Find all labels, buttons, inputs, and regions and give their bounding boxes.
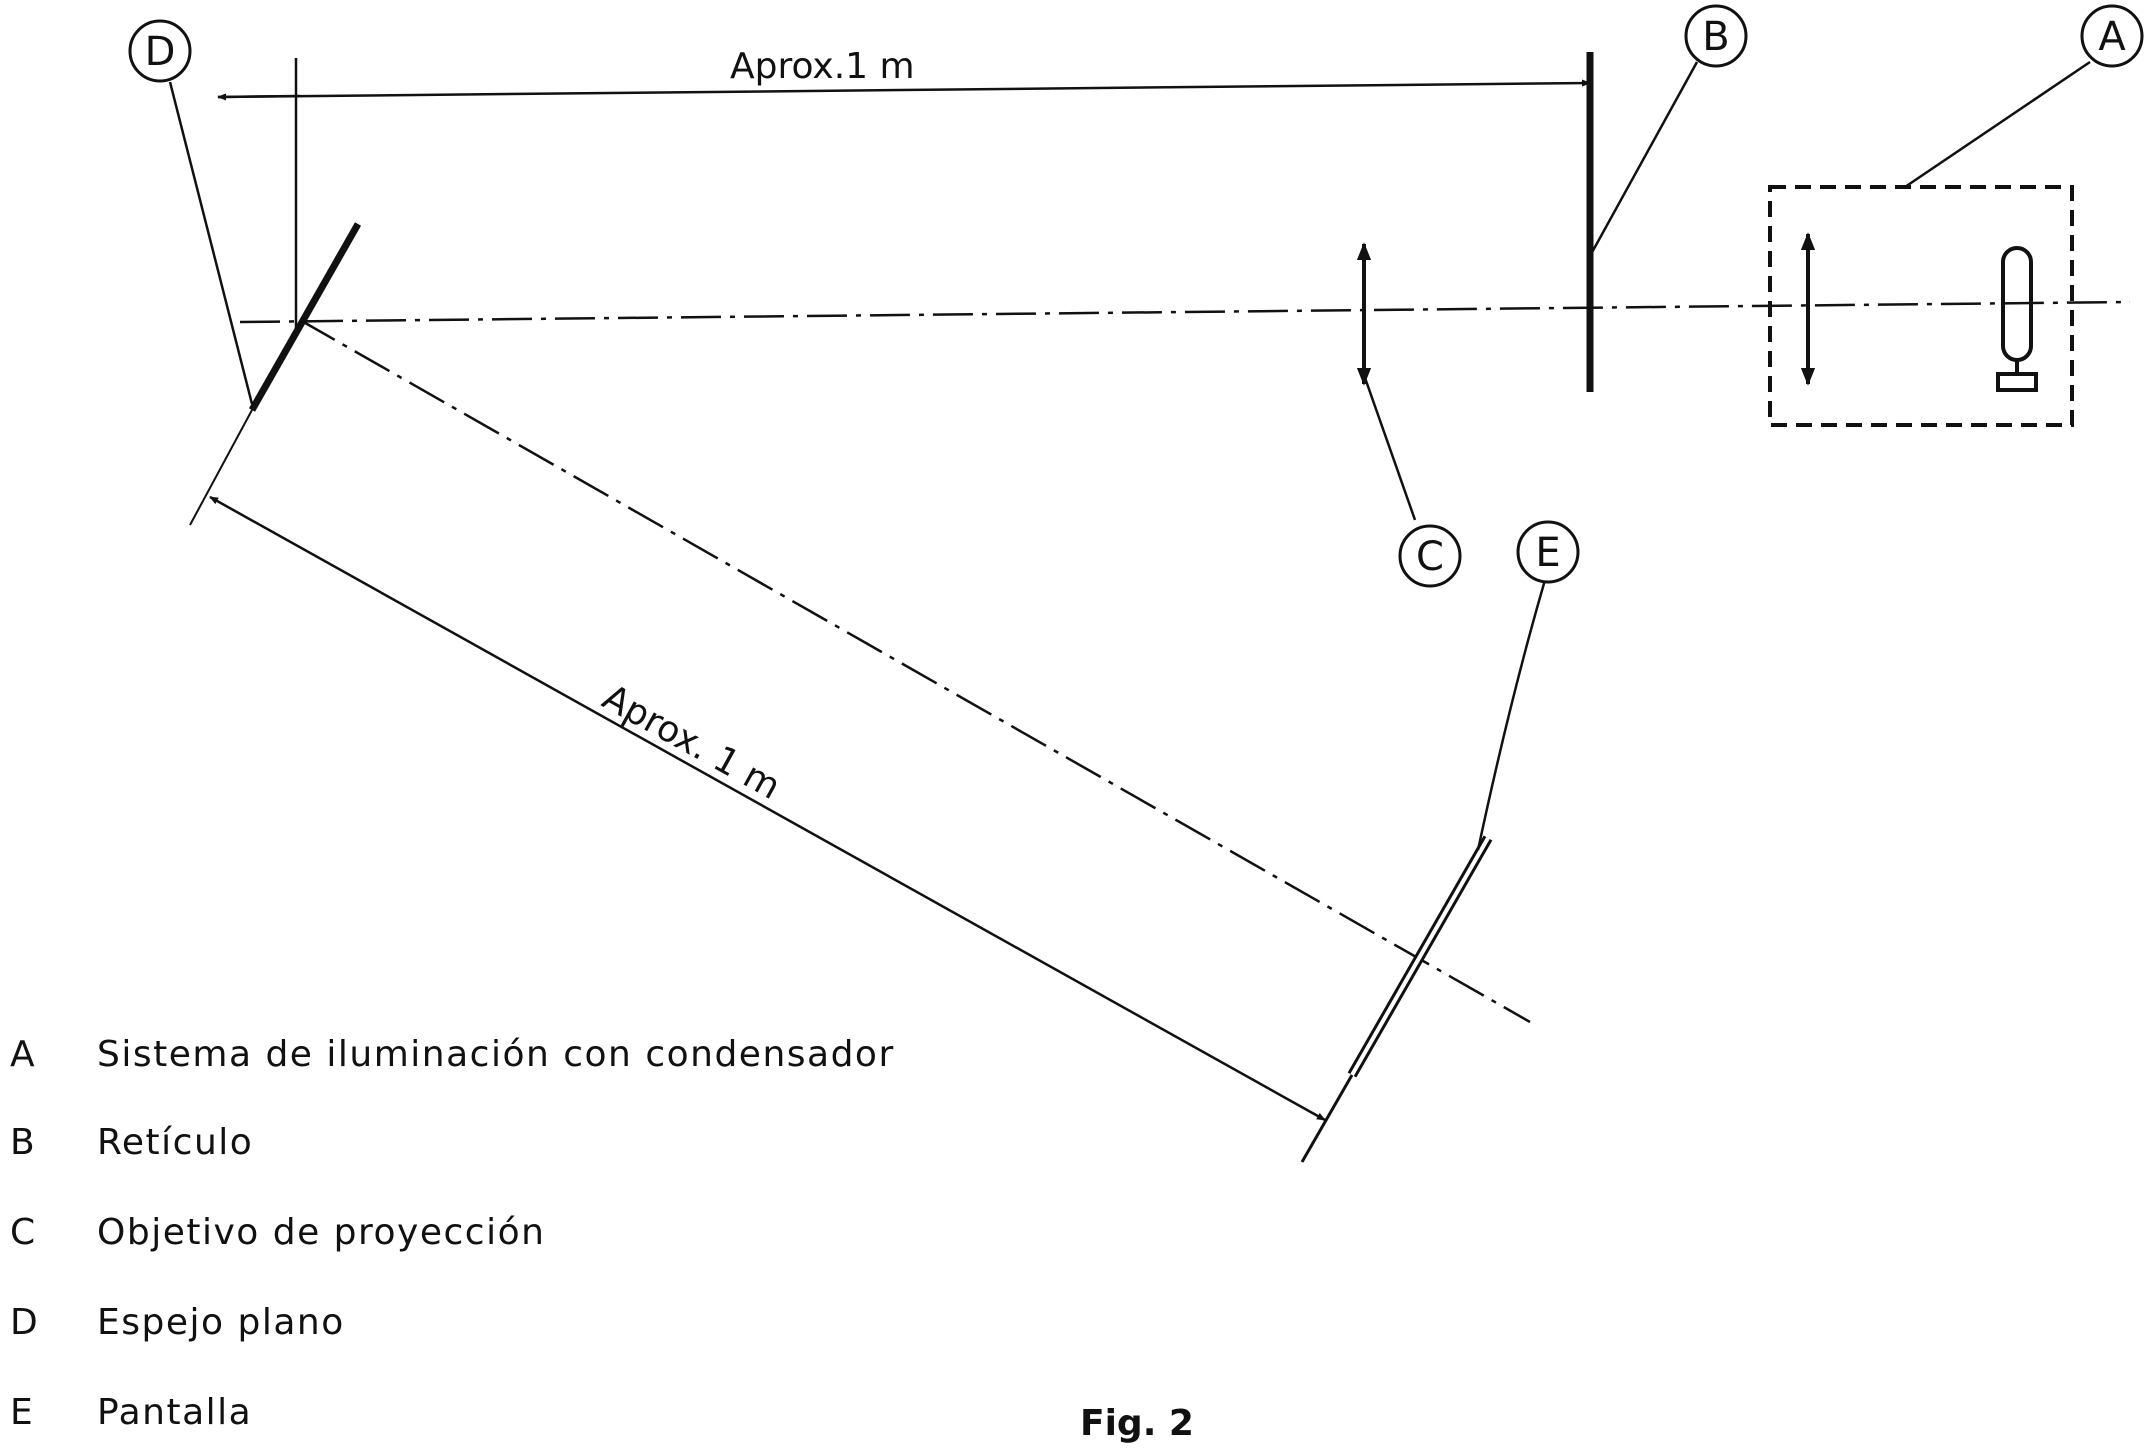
screen-extension <box>1300 1074 1354 1163</box>
dimension-line-top <box>217 79 1591 99</box>
label-circle-d <box>128 19 192 83</box>
legend-key: E <box>10 1392 35 1433</box>
dimension-line-diagonal <box>209 495 1326 1122</box>
plane-mirror <box>248 222 362 412</box>
figure-caption: Fig. 2 <box>1080 1403 1194 1444</box>
legend-key: D <box>10 1302 40 1343</box>
legend-text: Sistema de iluminación con condensador <box>97 1034 895 1075</box>
label-d: D <box>145 29 176 75</box>
mirror-extension <box>189 409 253 526</box>
dimension-label-diagonal: Aprox. 1 m <box>596 677 787 808</box>
legend-key: C <box>10 1212 37 1253</box>
screen-inner <box>1350 837 1490 1076</box>
legend-text: Espejo plano <box>97 1302 345 1343</box>
optical-axis-horizontal <box>239 300 2131 324</box>
label-c: C <box>1416 534 1444 580</box>
dimension-arrow-left <box>217 93 301 101</box>
leader-line-b <box>1588 61 1699 257</box>
optical-axis-diagonal <box>299 318 1531 1024</box>
label-circle-c <box>1398 524 1462 588</box>
label-circle-b <box>1684 4 1748 68</box>
dimension-label-top: Aprox.1 m <box>730 46 915 87</box>
leader-line-a <box>1904 60 2091 189</box>
leader-line-e <box>1476 579 1547 851</box>
legend-text: Objetivo de proyección <box>97 1212 546 1253</box>
label-b: B <box>1702 14 1729 60</box>
lamp-base <box>1996 372 2038 392</box>
illumination-system-box <box>1768 185 2074 427</box>
legend-text: Retículo <box>97 1122 254 1163</box>
label-a: A <box>2098 14 2126 60</box>
label-circle-e <box>1516 520 1580 584</box>
legend-key: B <box>10 1122 37 1163</box>
legend-text: Pantalla <box>97 1392 253 1433</box>
leader-line-c <box>1362 374 1417 521</box>
label-circle-a <box>2080 4 2144 68</box>
leader-line-d <box>168 81 254 405</box>
label-e: E <box>1535 530 1560 576</box>
legend-key: A <box>10 1034 37 1075</box>
